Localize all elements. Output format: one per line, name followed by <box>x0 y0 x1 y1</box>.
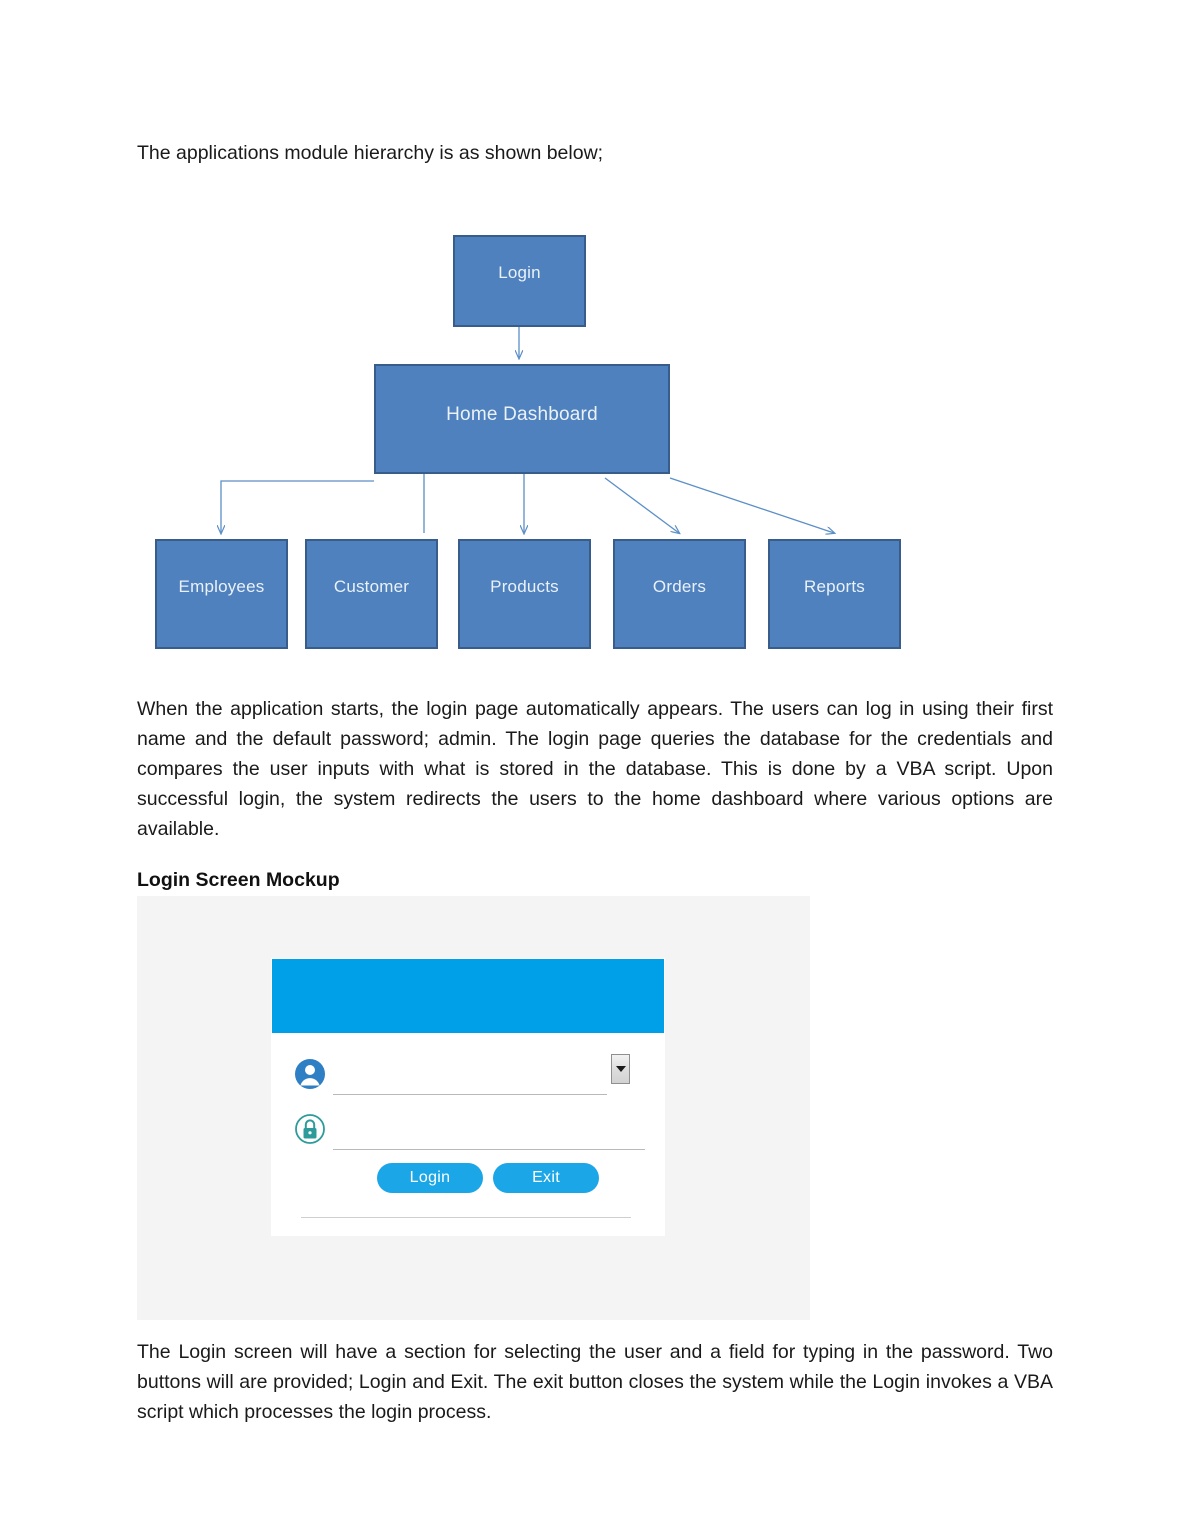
diagram-node-home-dashboard-label: Home Dashboard <box>446 404 598 425</box>
description-paragraph: When the application starts, the login p… <box>137 698 1053 840</box>
user-select-dropdown-button[interactable] <box>611 1054 630 1084</box>
login-card: Login Exit <box>271 958 665 1236</box>
footer-paragraph: The Login screen will have a section for… <box>137 1341 1053 1423</box>
diagram-node-products-label: Products <box>490 577 559 596</box>
diagram-node-customer[interactable]: Customer <box>305 539 438 649</box>
diagram-node-orders-label: Orders <box>652 577 707 596</box>
intro-paragraph: The applications module hierarchy is as … <box>137 142 604 164</box>
password-input[interactable] <box>333 1149 645 1150</box>
caret-down-icon <box>615 1066 626 1072</box>
diagram-node-login[interactable]: Login <box>453 235 586 327</box>
password-field-row <box>293 1112 645 1154</box>
diagram-node-employees[interactable]: Employees <box>155 539 288 649</box>
username-input[interactable] <box>333 1094 607 1095</box>
diagram-connectors <box>137 327 1053 670</box>
login-screen-mockup-image: Login Exit <box>137 896 810 1320</box>
login-button-label: Login <box>409 1169 451 1186</box>
user-icon <box>293 1057 327 1091</box>
connector-dashboard-to-employees <box>221 480 374 533</box>
login-buttons-row: Login Exit <box>377 1163 607 1193</box>
connector-dashboard-to-orders <box>604 477 679 533</box>
login-screen-mockup-heading: Login Screen Mockup <box>137 869 340 891</box>
diagram-node-products[interactable]: Products <box>458 539 591 649</box>
module-hierarchy-diagram: Login Home Dashboard Employees Customer … <box>137 200 1053 670</box>
diagram-node-login-label: Login <box>498 263 541 282</box>
login-card-header <box>272 959 664 1033</box>
diagram-node-employees-label: Employees <box>178 577 265 596</box>
diagram-node-home-dashboard[interactable]: Home Dashboard <box>374 364 670 474</box>
login-button[interactable]: Login <box>377 1163 483 1193</box>
username-field-row <box>293 1054 645 1099</box>
connector-dashboard-to-reports <box>669 477 834 533</box>
exit-button[interactable]: Exit <box>493 1163 599 1193</box>
diagram-node-orders[interactable]: Orders <box>613 539 746 649</box>
exit-button-label: Exit <box>532 1169 560 1186</box>
diagram-node-reports-label: Reports <box>804 577 865 596</box>
login-card-body: Login Exit <box>271 1033 665 1236</box>
lock-icon <box>293 1112 327 1146</box>
diagram-node-customer-label: Customer <box>333 577 410 596</box>
card-bottom-divider <box>301 1217 631 1218</box>
diagram-node-reports[interactable]: Reports <box>768 539 901 649</box>
